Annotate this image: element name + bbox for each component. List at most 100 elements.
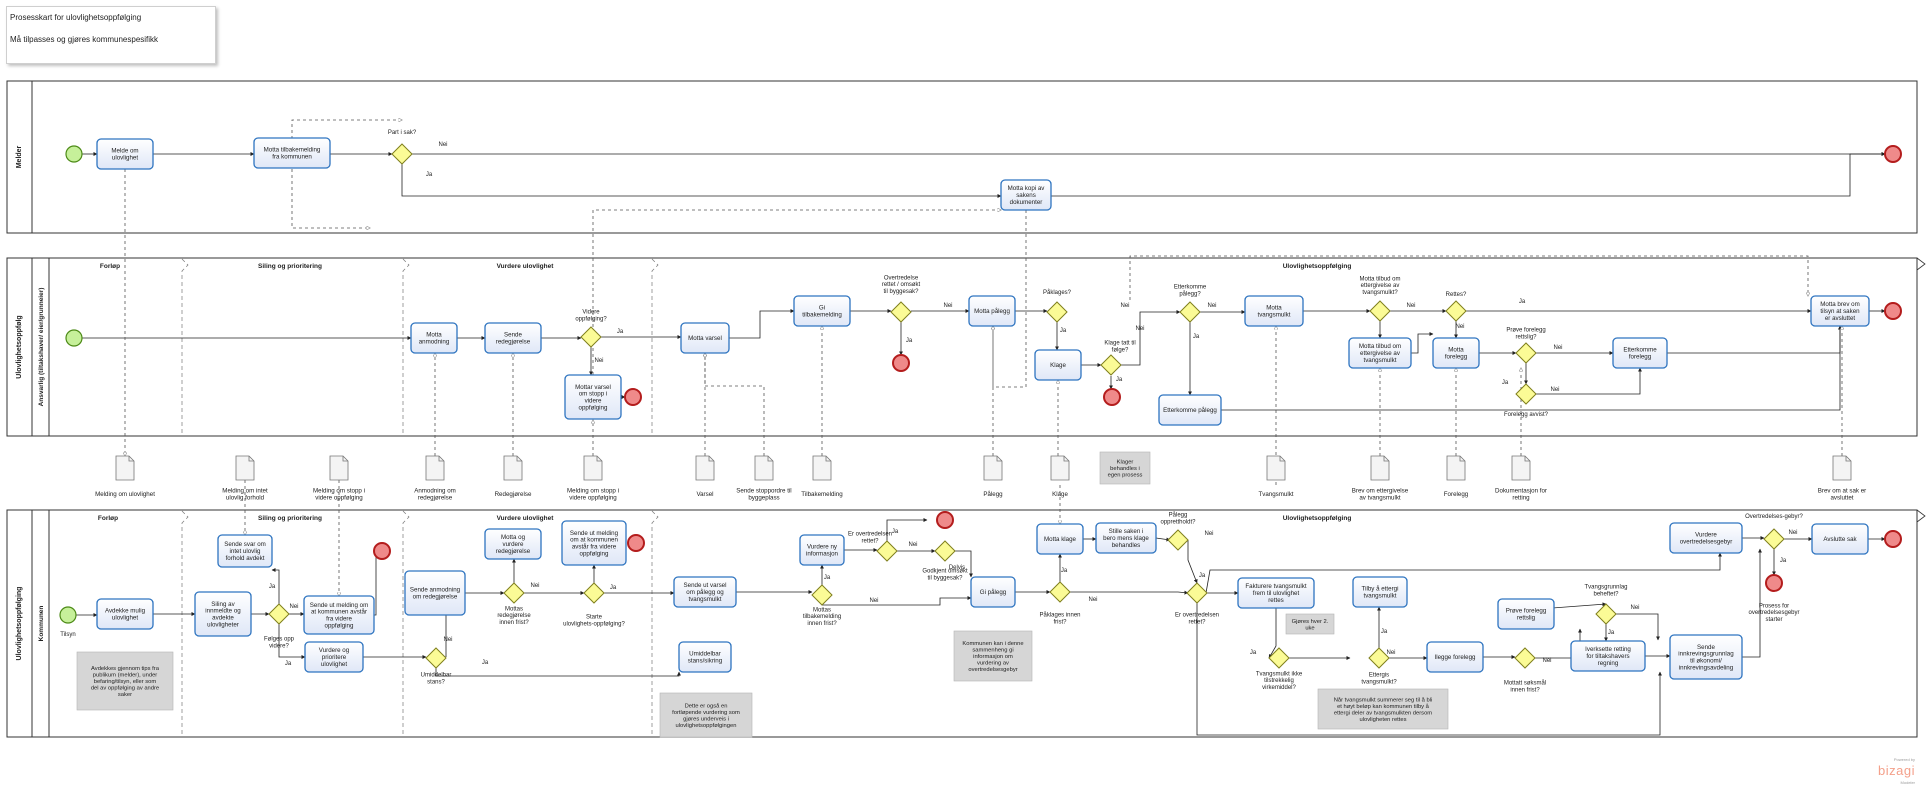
flow-label-ja: Ja	[1519, 299, 1526, 305]
gateway-2	[580, 326, 602, 348]
end-event	[627, 534, 645, 552]
data-object-label: Varsel	[696, 491, 713, 498]
flow-label-nei: Nei	[1120, 303, 1129, 309]
flow-label-nei: Nei	[1088, 597, 1097, 603]
data-object-5	[503, 455, 523, 481]
end-event	[373, 542, 391, 560]
flow-label-ja: Ja	[1250, 650, 1257, 656]
message-flow	[291, 169, 370, 228]
gateway-22	[1368, 647, 1390, 669]
flow-label-nei: Nei	[1542, 658, 1551, 664]
task-label: Etterkomme pålegg	[1163, 407, 1217, 414]
flow-label-nei: Nei	[1207, 303, 1216, 309]
flow-label-nei: Nei	[1135, 326, 1144, 332]
start-event-label: Tilsyn	[60, 632, 75, 638]
start-event	[65, 329, 83, 347]
bizagi-tagline: Modeler	[1900, 780, 1915, 785]
flow-label-ja: Ja	[610, 585, 617, 591]
flow-label-ja: Ja	[426, 172, 433, 178]
data-object-16	[1832, 455, 1852, 481]
sequence-flow	[278, 624, 306, 659]
task-29: Motta klage	[1036, 523, 1084, 555]
flow-label-ja: Ja	[1780, 558, 1787, 564]
gateway-20	[1186, 582, 1208, 604]
gateway-1	[391, 143, 413, 165]
task-7: Motta varsel	[680, 322, 730, 354]
data-object-14	[1446, 455, 1466, 481]
gateway-14	[583, 582, 605, 604]
phase-separator	[402, 258, 410, 436]
pool-kommunen-lane-label: Kommunen	[38, 606, 45, 642]
end-event	[892, 354, 910, 372]
gateway-21	[1268, 647, 1290, 669]
flow-label-nei: Nei	[1553, 345, 1562, 351]
task-label: Motta varsel	[688, 335, 722, 342]
flow-label-ja: Ja	[1193, 334, 1200, 340]
data-object-13	[1370, 455, 1390, 481]
annotation-5: Gjøres hver 2.uke	[1285, 613, 1335, 635]
data-object-10	[983, 455, 1003, 481]
data-object-7	[695, 455, 715, 481]
data-object-1	[115, 455, 135, 481]
gateway-23	[1514, 647, 1536, 669]
sequence-flow	[1536, 367, 1642, 395]
task-label: Gi pålegg	[980, 589, 1007, 596]
data-object-label: Tilbakemelding	[801, 491, 843, 498]
flow-label-nei: Nei	[869, 598, 878, 604]
flow-label-ja: Ja	[269, 584, 276, 590]
data-object-2	[235, 455, 255, 481]
data-object-label: Redegjørelse	[495, 491, 532, 498]
flow-label-nei: Nei	[943, 303, 952, 309]
flow-label-ja: Ja	[892, 529, 899, 535]
pool-ansvarlig	[6, 257, 1918, 437]
flow-label-ja: Ja	[1199, 573, 1206, 579]
flow-label-nei: Nei	[1550, 387, 1559, 393]
task-label: Motta pålegg	[974, 308, 1010, 315]
end-event	[1765, 574, 1783, 592]
flow-label-nei: Nei	[530, 583, 539, 589]
sequence-flow	[1121, 310, 1181, 366]
message-flow	[993, 210, 1027, 388]
end-event	[624, 388, 642, 406]
gateway-3	[890, 301, 912, 323]
gateway-label: Overtredelses-gebyr?	[1745, 514, 1803, 520]
data-object-15	[1511, 455, 1531, 481]
diagram-title: Prosesskart for ulovlighetsoppfølging	[10, 13, 142, 22]
task-38: Avslutte sak	[1811, 523, 1869, 555]
pool-ansvarlig-label: Ulovlighetsoppfølg	[16, 315, 23, 378]
phase-separator	[181, 258, 189, 436]
